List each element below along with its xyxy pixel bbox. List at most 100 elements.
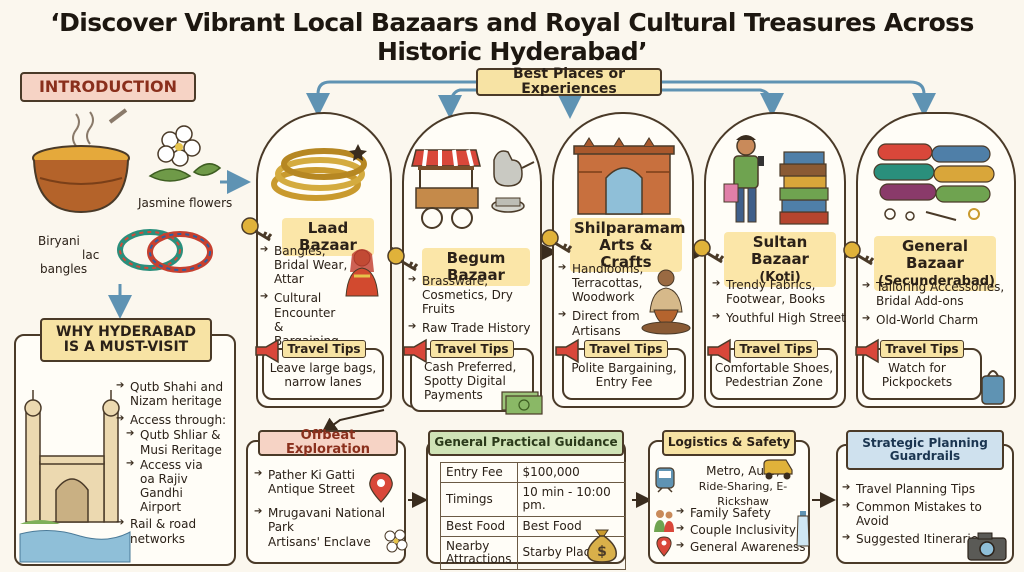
- tip-text-shilparamam: Polite Bargaining,Entry Fee: [571, 361, 677, 389]
- tip-text-sultan: Comfortable Shoes,Pedestrian Zone: [714, 361, 834, 389]
- why-label-line1: WHY HYDERABAD: [56, 323, 196, 340]
- charminar-icon: [19, 390, 131, 563]
- guidance-key: Timings: [440, 482, 518, 517]
- place-item: Handlooms,Terracottas,Woodwork: [558, 262, 650, 304]
- bangles-stack-icon: [271, 144, 367, 201]
- key-icon: [387, 247, 419, 272]
- jasmine-icon: [148, 125, 222, 182]
- logistics-items: Family Safety Couple Inclusivity General…: [676, 506, 808, 559]
- lac-caption: lac: [82, 248, 100, 262]
- table-row: Timings 10 min - 10:00 pm.: [440, 482, 626, 517]
- potter-icon: [641, 269, 691, 335]
- guidance-key: Entry Fee: [440, 461, 518, 484]
- best-places-flow-arrows: [108, 80, 936, 319]
- guidance-label: General Practical Guidance: [428, 430, 624, 456]
- strategic-item: Common Mistakes to Avoid: [842, 500, 1014, 528]
- place-items-sultan-bazaar: Trendy Fabrics,Footwear, Books Youthful …: [712, 278, 846, 330]
- jasmine-caption: Jasmine flowers: [138, 196, 233, 210]
- place-items-laad-bazaar: Bangles,Bridal Wear,Attar Cultural Encou…: [260, 244, 350, 353]
- key-icon: [541, 229, 573, 254]
- why-sub-bullet: Qutb Shliar &Musi Reritage: [126, 428, 234, 456]
- stall-icon: [411, 149, 535, 229]
- logistics-label: Logistics & Safety: [662, 430, 796, 456]
- place-item: Tailoring Accessories,Bridal Add-ons: [862, 280, 1018, 308]
- strategic-items: Travel Planning Tips Common Mistakes to …: [842, 482, 1014, 552]
- cash-icon: [501, 391, 543, 415]
- introduction-label: INTRODUCTION: [20, 72, 196, 102]
- logistics-item: General Awareness: [676, 540, 808, 554]
- tips-label: Travel Tips: [282, 340, 366, 358]
- tips-label: Travel Tips: [584, 340, 668, 358]
- water-bottle-icon: [796, 511, 810, 547]
- bangles-icon: [117, 229, 213, 273]
- key-icon: [843, 241, 875, 266]
- why-hyderabad-label: WHY HYDERABAD IS A MUST-VISIT: [40, 318, 212, 362]
- biryani-pot-icon: [32, 108, 130, 214]
- place-item: Bangles,Bridal Wear,Attar: [260, 244, 350, 286]
- megaphone-icon: [403, 338, 427, 364]
- key-icon: [693, 239, 725, 264]
- place-items-begum-bazaar: Brassware,Cosmetics, Dry Fruits Raw Trad…: [408, 274, 542, 341]
- guidance-table-wrap: Entry Fee $100,000 Timings 10 min - 10:0…: [440, 461, 626, 571]
- fabric-rolls-icon: [873, 143, 995, 221]
- guidance-value: $100,000: [516, 461, 626, 484]
- best-places-label: Best Places or Experiences: [476, 66, 662, 97]
- map-pin-icon: [656, 536, 672, 557]
- books-icon: [779, 151, 829, 225]
- money-bag-icon: $: [587, 529, 617, 563]
- place-item: Brassware,Cosmetics, Dry Fruits: [408, 274, 542, 316]
- gate-icon: [573, 137, 675, 215]
- transport-text: Metro, Auto, Ride-Sharing, E-Rickshaw: [698, 464, 788, 508]
- place-items-general-bazaar: Tailoring Accessories,Bridal Add-ons Old…: [862, 280, 1018, 332]
- camera-icon: [967, 532, 1007, 561]
- strategic-label-line2: Guardrails: [889, 449, 961, 463]
- guidance-table: Entry Fee $100,000 Timings 10 min - 10:0…: [440, 461, 626, 571]
- woman-figure-icon: [345, 249, 379, 297]
- why-bullet: Access through:: [116, 413, 234, 427]
- tips-label: Travel Tips: [880, 340, 964, 358]
- people-icon: [654, 510, 674, 532]
- strategic-item: Suggested Itineraries: [842, 532, 1014, 546]
- page-title: ‘Discover Vibrant Local Bazaars and Roya…: [50, 8, 974, 66]
- bangles-caption: bangles: [40, 262, 88, 276]
- megaphone-icon: [707, 338, 731, 364]
- biryani-caption: Biryani: [38, 234, 80, 248]
- place-items-shilparamam: Handlooms,Terracottas,Woodwork Direct fr…: [558, 262, 650, 343]
- guidance-value: 10 min - 10:00 pm.: [516, 482, 626, 517]
- strategic-label-line1: Strategic Planning: [862, 435, 988, 450]
- why-label-line2: IS A MUST-VISIT: [63, 339, 189, 355]
- logistics-item: Family Safety: [676, 506, 808, 520]
- strategic-label: Strategic Planning Guardrails: [846, 430, 1004, 470]
- logistics-item: Couple Inclusivity: [676, 523, 808, 537]
- svg-text:$: $: [597, 544, 607, 560]
- guidance-key: Best Food: [440, 515, 518, 537]
- key-icon: [241, 217, 273, 242]
- table-row: Entry Fee $100,000: [440, 461, 626, 484]
- strategic-item: Travel Planning Tips: [842, 482, 1014, 496]
- bag-icon: [981, 370, 1005, 405]
- rickshaw-icon: [763, 459, 793, 480]
- tips-label: Travel Tips: [734, 340, 818, 358]
- megaphone-icon: [255, 338, 279, 364]
- train-icon: [655, 467, 675, 493]
- tip-text-laad: Leave large bags,narrow lanes: [269, 361, 377, 389]
- place-item: Raw Trade History: [408, 321, 542, 335]
- place-item: Trendy Fabrics,Footwear, Books: [712, 278, 846, 306]
- table-row: Best Food Best Food: [440, 515, 626, 537]
- shopper-icon: [723, 135, 764, 223]
- megaphone-icon: [855, 338, 879, 364]
- map-pin-icon: [369, 472, 393, 503]
- jasmine-icon: [384, 529, 408, 553]
- megaphone-icon: [555, 338, 579, 364]
